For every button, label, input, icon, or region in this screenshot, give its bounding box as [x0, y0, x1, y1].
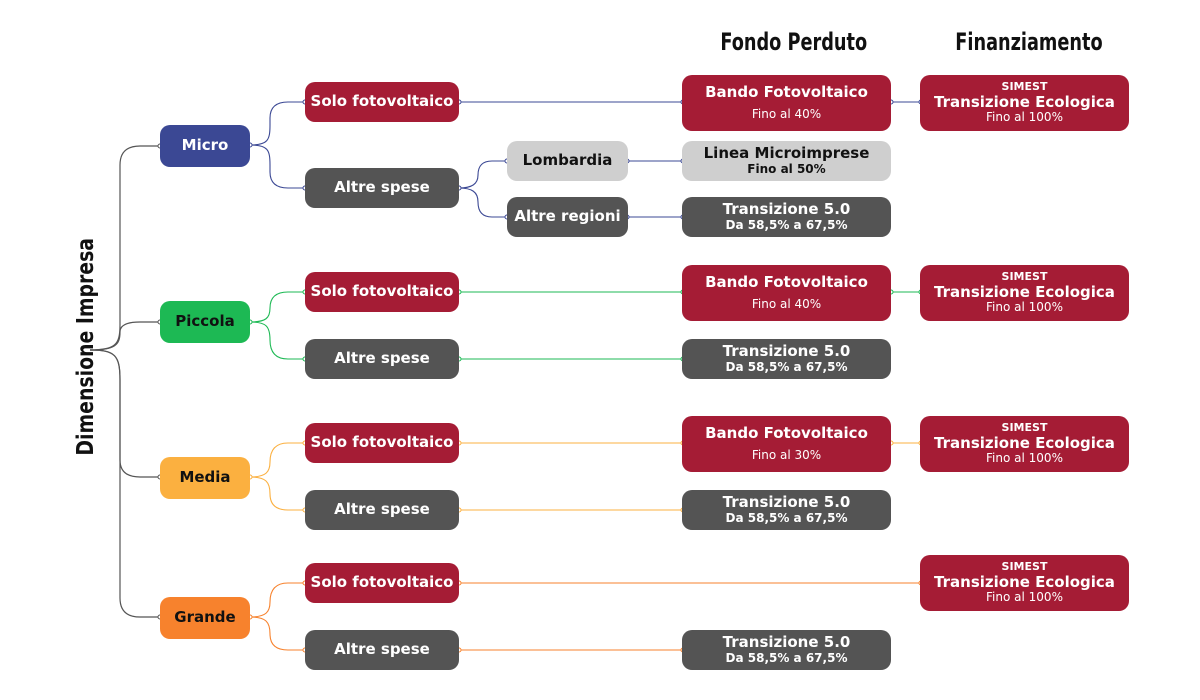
fin-top: SIMEST: [1001, 270, 1048, 284]
media-transizione-ecologica[interactable]: SIMEST Transizione Ecologica Fino al 100…: [920, 416, 1129, 472]
fin-subtitle: Fino al 100%: [986, 300, 1063, 315]
fund-subtitle: Da 58,5% a 67,5%: [725, 217, 848, 232]
fund-subtitle: Fino al 50%: [747, 161, 826, 176]
fund-subtitle: Da 58,5% a 67,5%: [725, 359, 848, 374]
piccola-transizione-ecologica[interactable]: SIMEST Transizione Ecologica Fino al 100…: [920, 265, 1129, 321]
micro-bando-fotovoltaico[interactable]: Bando Fotovoltaico Fino al 40%: [682, 75, 891, 131]
fin-subtitle: Fino al 100%: [986, 110, 1063, 125]
fund-title: Transizione 5.0: [722, 633, 851, 652]
fin-subtitle: Fino al 100%: [986, 590, 1063, 605]
axis-label-dimensione-impresa: Dimensione Impresa: [73, 237, 99, 456]
fund-subtitle: Da 58,5% a 67,5%: [725, 510, 848, 525]
micro-solo-fotovoltaico[interactable]: Solo fotovoltaico: [305, 82, 459, 122]
node-micro[interactable]: Micro: [160, 125, 250, 167]
fund-title: Linea Microimprese: [703, 144, 870, 163]
fin-title: Transizione Ecologica: [934, 92, 1115, 111]
grande-transizione-ecologica[interactable]: SIMEST Transizione Ecologica Fino al 100…: [920, 555, 1129, 611]
micro-altre-regioni[interactable]: Altre regioni: [507, 197, 628, 237]
fund-title: Bando Fotovoltaico: [705, 83, 868, 102]
media-solo-fotovoltaico[interactable]: Solo fotovoltaico: [305, 423, 459, 463]
piccola-bando-fotovoltaico[interactable]: Bando Fotovoltaico Fino al 40%: [682, 265, 891, 321]
grande-altre-spese[interactable]: Altre spese: [305, 630, 459, 670]
fund-title: Bando Fotovoltaico: [705, 424, 868, 443]
fin-title: Transizione Ecologica: [934, 433, 1115, 452]
node-grande[interactable]: Grande: [160, 597, 250, 639]
media-bando-fotovoltaico[interactable]: Bando Fotovoltaico Fino al 30%: [682, 416, 891, 472]
fin-title: Transizione Ecologica: [934, 572, 1115, 591]
fund-title: Transizione 5.0: [722, 493, 851, 512]
grande-transizione-50[interactable]: Transizione 5.0 Da 58,5% a 67,5%: [682, 630, 891, 670]
fund-title: Transizione 5.0: [722, 342, 851, 361]
node-piccola[interactable]: Piccola: [160, 301, 250, 343]
micro-transizione-ecologica[interactable]: SIMEST Transizione Ecologica Fino al 100…: [920, 75, 1129, 131]
fin-subtitle: Fino al 100%: [986, 451, 1063, 466]
micro-transizione-50[interactable]: Transizione 5.0 Da 58,5% a 67,5%: [682, 197, 891, 237]
micro-linea-microimprese[interactable]: Linea Microimprese Fino al 50%: [682, 141, 891, 181]
media-altre-spese[interactable]: Altre spese: [305, 490, 459, 530]
piccola-solo-fotovoltaico[interactable]: Solo fotovoltaico: [305, 272, 459, 312]
fin-top: SIMEST: [1001, 80, 1048, 94]
header-fondo-perduto: Fondo Perduto: [720, 28, 868, 56]
micro-lombardia[interactable]: Lombardia: [507, 141, 628, 181]
piccola-altre-spese[interactable]: Altre spese: [305, 339, 459, 379]
fin-top: SIMEST: [1001, 421, 1048, 435]
fund-subtitle: Fino al 40%: [751, 106, 822, 121]
fund-title: Bando Fotovoltaico: [705, 273, 868, 292]
fund-subtitle: Da 58,5% a 67,5%: [725, 650, 848, 665]
fund-subtitle: Fino al 30%: [751, 447, 822, 462]
node-media[interactable]: Media: [160, 457, 250, 499]
fin-top: SIMEST: [1001, 560, 1048, 574]
header-finanziamento: Finanziamento: [955, 28, 1103, 56]
piccola-transizione-50[interactable]: Transizione 5.0 Da 58,5% a 67,5%: [682, 339, 891, 379]
grande-solo-fotovoltaico[interactable]: Solo fotovoltaico: [305, 563, 459, 603]
micro-altre-spese[interactable]: Altre spese: [305, 168, 459, 208]
fund-title: Transizione 5.0: [722, 200, 851, 219]
fund-subtitle: Fino al 40%: [751, 296, 822, 311]
media-transizione-50[interactable]: Transizione 5.0 Da 58,5% a 67,5%: [682, 490, 891, 530]
fin-title: Transizione Ecologica: [934, 282, 1115, 301]
